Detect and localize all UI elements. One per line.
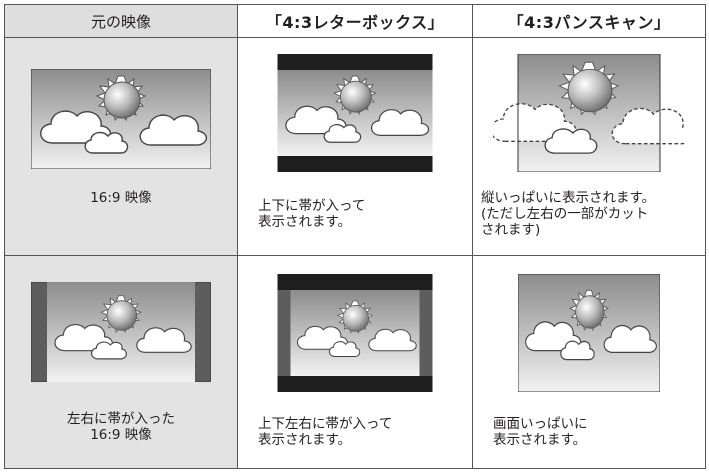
caption-original-sidebar: 左右に帯が入った 16:9 映像 (67, 411, 175, 443)
cell-letterbox-sidebar: 上下左右に帯が入って 表示されます。 (237, 255, 473, 469)
caption-panscan-widescreen: 縦いっぱいに表示されます。 (ただし左右の一部がカット されます) (481, 190, 656, 238)
panscan-image (493, 54, 685, 172)
cell-letterbox-widescreen: 上下に帯が入って 表示されます。 (237, 37, 473, 256)
widescreen-image (31, 69, 211, 169)
panscan-sidebar-image (518, 274, 660, 392)
header-letterbox: 「4:3レターボックス」 (237, 4, 473, 38)
letterbox-sidebar-image (277, 274, 433, 392)
caption-original-widescreen: 16:9 映像 (90, 190, 152, 206)
cell-original-sidebar: 左右に帯が入った 16:9 映像 (4, 255, 238, 469)
cell-panscan-sidebar: 画面いっぱいに 表示されます。 (472, 255, 706, 469)
cell-original-widescreen: 16:9 映像 (4, 37, 238, 256)
caption-letterbox-sidebar: 上下左右に帯が入って 表示されます。 (258, 416, 393, 448)
cell-panscan-widescreen: 縦いっぱいに表示されます。 (ただし左右の一部がカット されます) (472, 37, 706, 256)
comparison-table: 元の映像 「4:3レターボックス」 「4:3パンスキャン」 16:9 映像 上下… (4, 4, 706, 469)
caption-letterbox-widescreen: 上下に帯が入って 表示されます。 (258, 198, 366, 230)
sidebar-widescreen-image (31, 282, 211, 382)
header-pan-scan: 「4:3パンスキャン」 (472, 4, 706, 38)
caption-panscan-sidebar: 画面いっぱいに 表示されます。 (493, 416, 588, 448)
header-original-video: 元の映像 (4, 4, 238, 38)
letterbox-image (277, 54, 433, 172)
